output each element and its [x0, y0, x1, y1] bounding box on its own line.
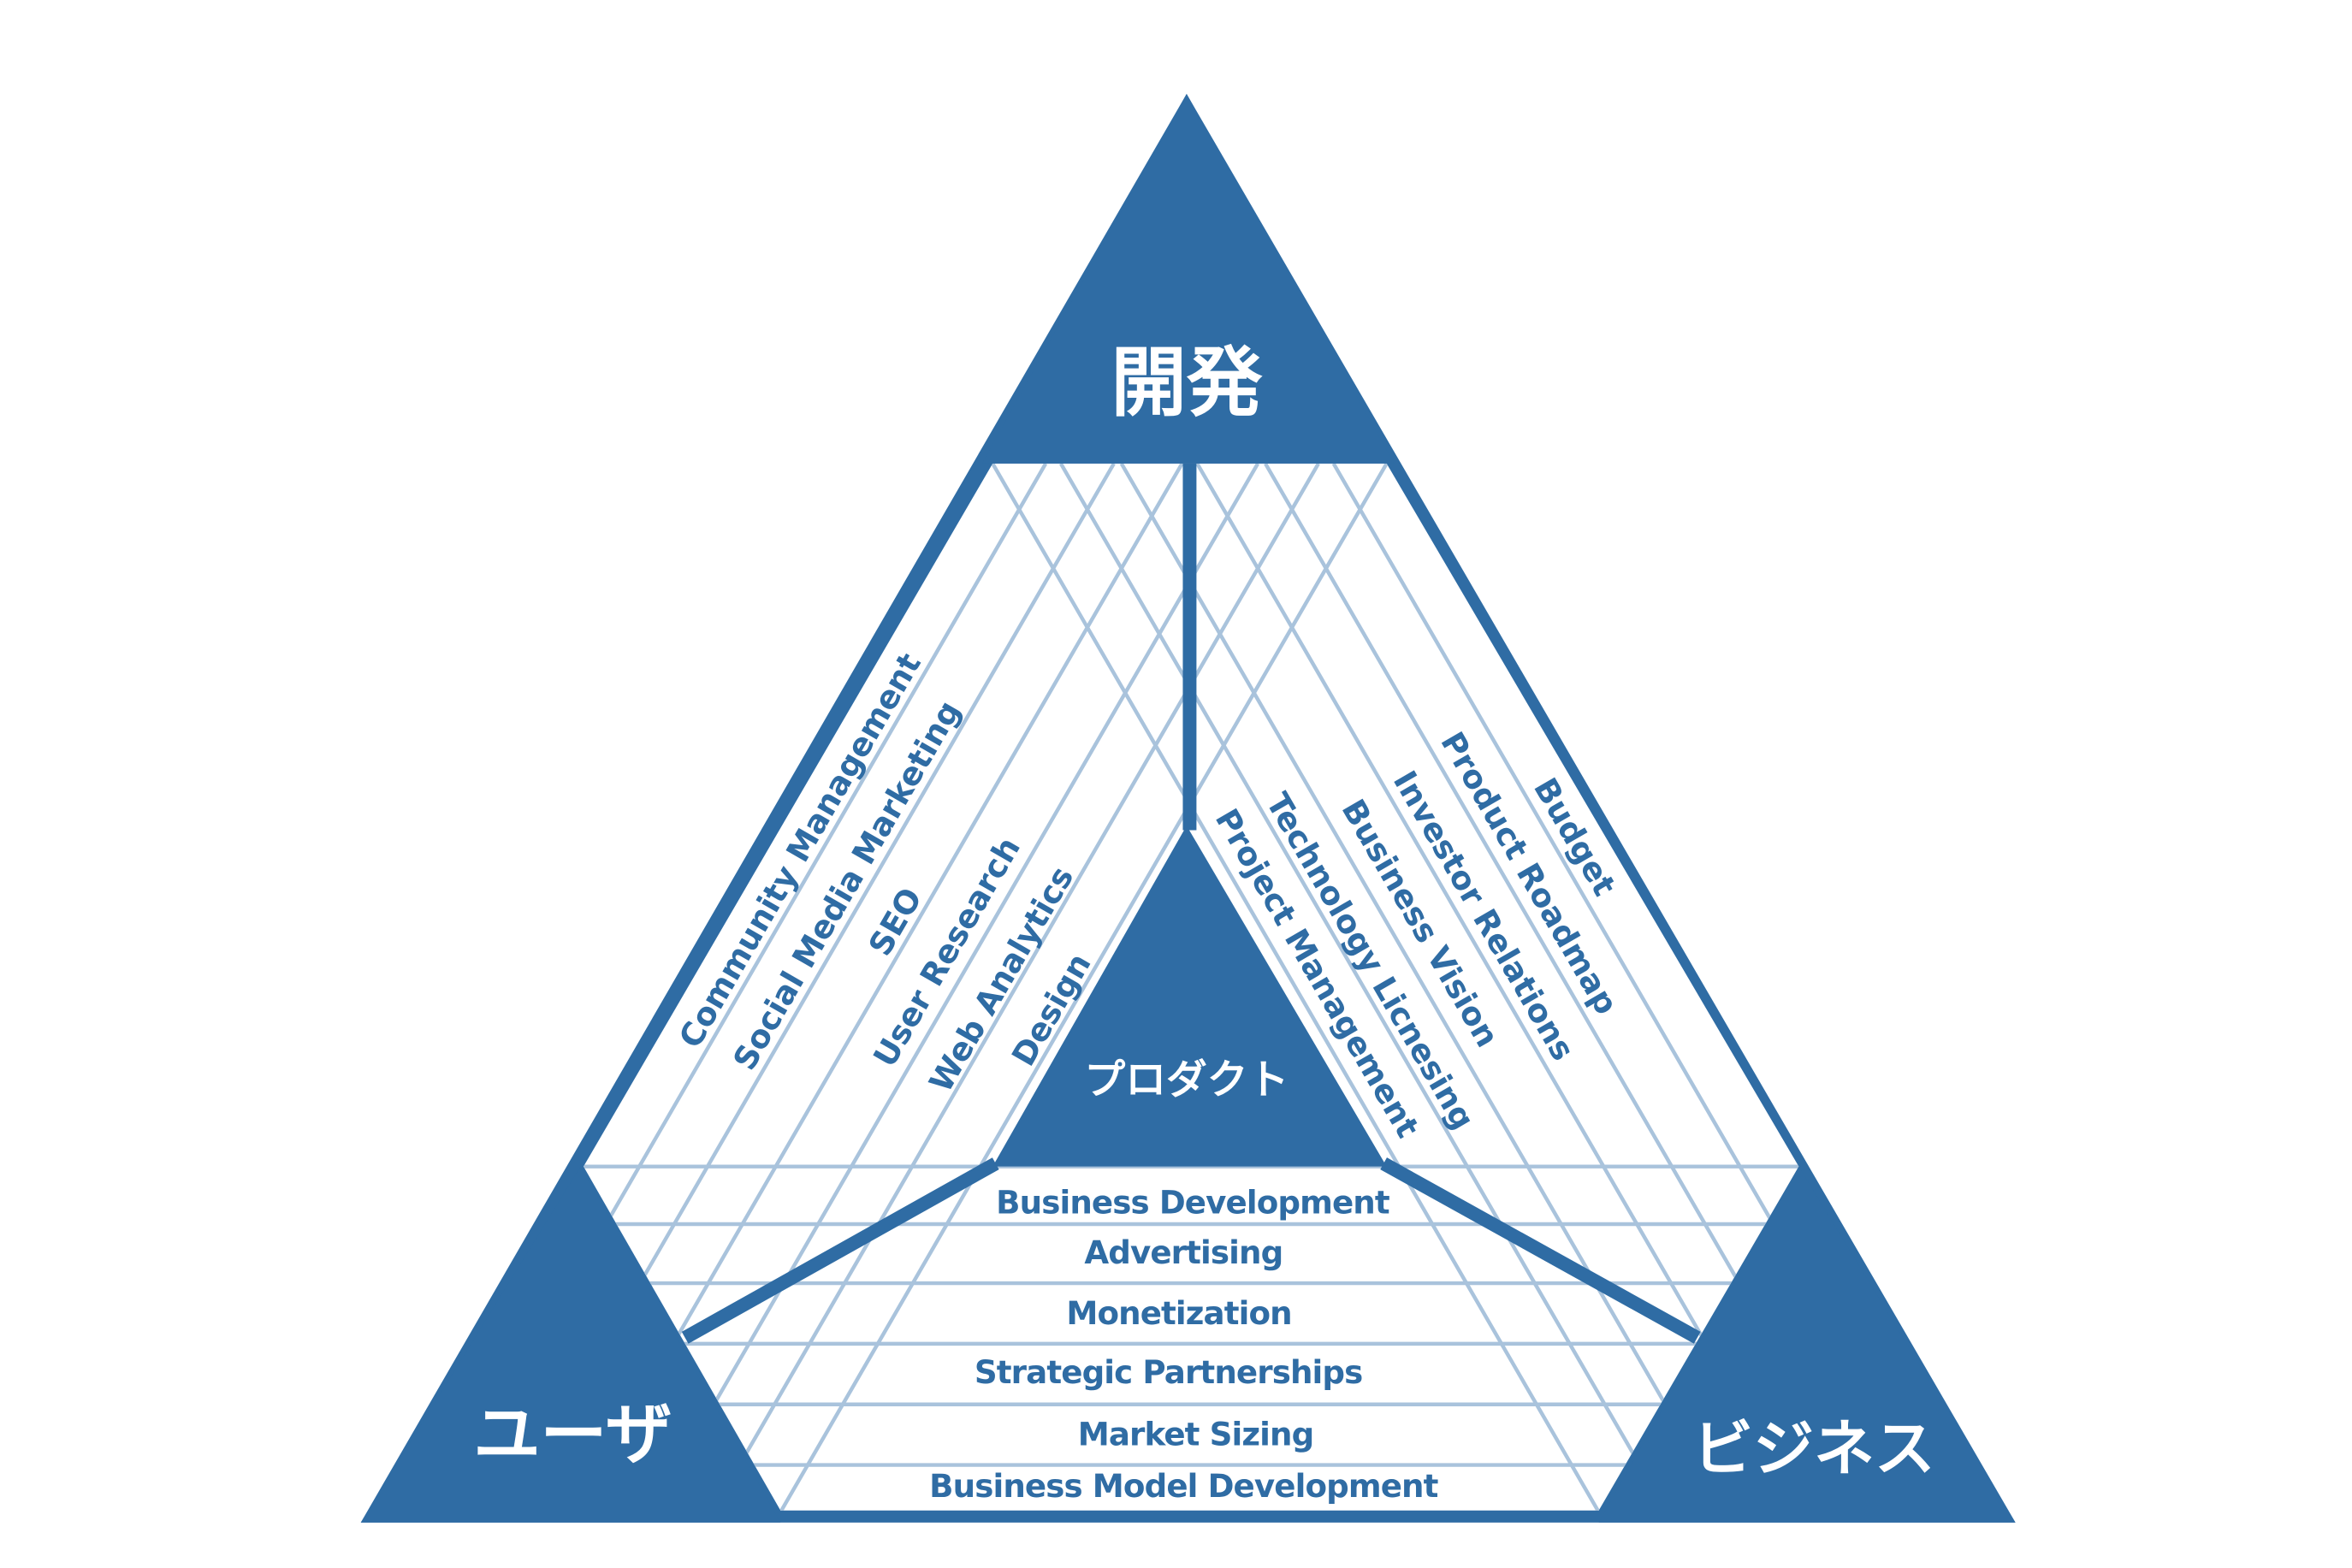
- grid-line-right: [1331, 463, 1799, 1511]
- connector-lines: [681, 463, 1701, 1344]
- bottom-label: Market Sizing: [1078, 1416, 1314, 1453]
- grid-line-left: [584, 463, 1048, 1511]
- bottom-label: Business Development: [996, 1184, 1389, 1222]
- grid-line-right: [991, 463, 1600, 1511]
- grid-line-right: [1119, 463, 1728, 1511]
- label-user: ユーザ: [474, 1397, 672, 1474]
- bottom-label: Strategic Partnerships: [975, 1353, 1362, 1391]
- grid-line-right: [1058, 463, 1668, 1511]
- label-development: 開発: [1111, 339, 1263, 427]
- bottom-label: Advertising: [1084, 1234, 1283, 1271]
- top-triangle: [981, 93, 1395, 464]
- center-triangle: [992, 825, 1387, 1167]
- bottom-label: Business Model Development: [929, 1467, 1437, 1505]
- bottom-label: Monetization: [1066, 1294, 1291, 1332]
- right-triangle: [1598, 1166, 2016, 1523]
- label-business: ビジネス: [1692, 1413, 1934, 1484]
- grid-line-left: [650, 463, 1260, 1511]
- grid-line-left: [779, 463, 1389, 1511]
- grid-line-left: [711, 463, 1320, 1511]
- left-triangle: [360, 1166, 781, 1523]
- label-product: プロダクト: [1084, 1057, 1289, 1104]
